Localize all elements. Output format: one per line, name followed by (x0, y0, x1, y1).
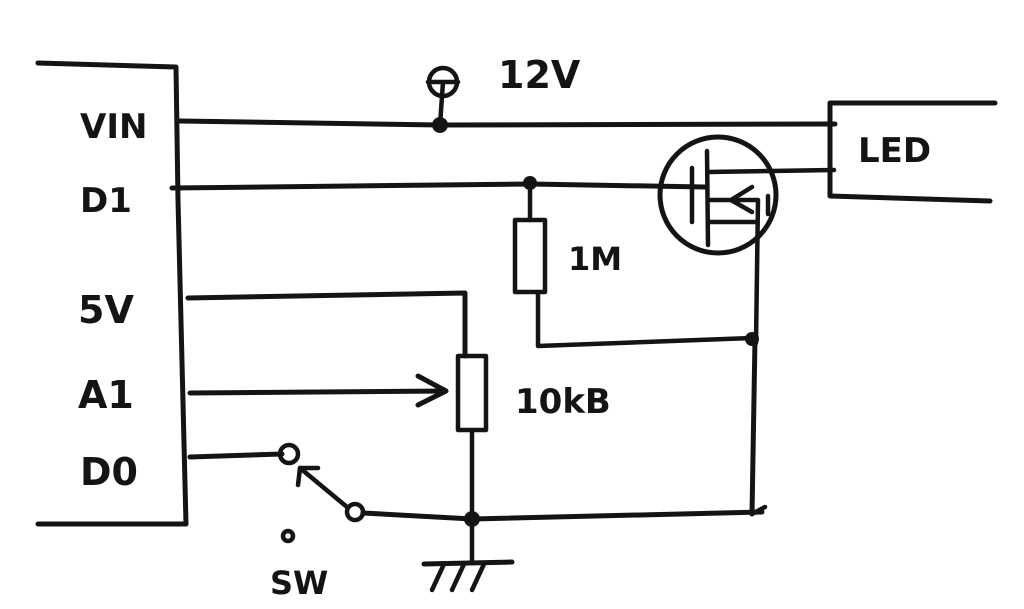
pin-label-a1: A1 (78, 373, 134, 417)
pin-label-vin: VIN (80, 107, 147, 147)
junction-dot (432, 117, 448, 133)
d1-wire (169, 181, 708, 191)
controller-board (35, 60, 189, 527)
potentiometer: 10kB (455, 353, 611, 522)
ground-icon (421, 516, 515, 593)
resistor-label: 1M (568, 240, 622, 278)
a1-wiper-arrow (187, 373, 449, 408)
ground-wire (360, 509, 765, 522)
mosfet (657, 134, 837, 346)
pin-label-d1: D1 (80, 181, 132, 221)
resistor-1m: 1M (512, 181, 755, 349)
supply-label: 12V (498, 53, 581, 97)
switch-label: SW (270, 564, 328, 602)
source-wire (749, 336, 758, 517)
pin-labels: VIN D1 5V A1 D0 (78, 107, 147, 494)
5v-wire (185, 290, 468, 359)
switch: SW (270, 442, 366, 602)
led-label: LED (858, 131, 931, 171)
potentiometer-label: 10kB (515, 382, 611, 422)
d0-wire (187, 451, 285, 460)
led-box: LED (827, 100, 998, 204)
vin-wire (177, 118, 838, 128)
pin-label-d0: D0 (80, 450, 138, 494)
supply-terminal: 12V (425, 53, 581, 128)
pin-label-5v: 5V (78, 288, 134, 332)
